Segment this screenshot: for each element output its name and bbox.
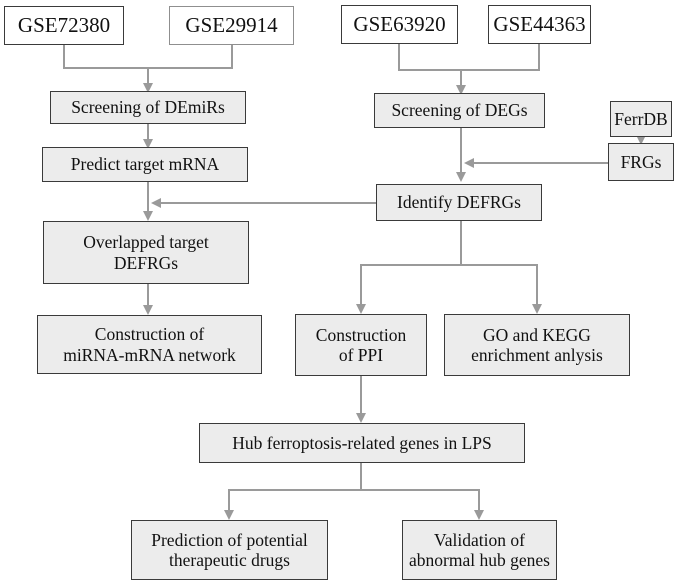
arrow-to-validation bbox=[361, 489, 484, 520]
node-gse44363: GSE44363 bbox=[488, 5, 591, 44]
node-screening-demirs: Screening of DEmiRs bbox=[50, 91, 246, 124]
node-validation: Validation of abnormal hub genes bbox=[402, 520, 557, 580]
node-hub-genes: Hub ferroptosis-related genes in LPS bbox=[199, 423, 525, 463]
node-construction-ppi: Construction of PPI bbox=[295, 314, 427, 376]
node-ferrdb: FerrDB bbox=[610, 101, 672, 137]
arrow-to-go-kegg bbox=[461, 264, 542, 314]
node-predict-target: Predict target mRNA bbox=[42, 147, 248, 182]
node-gse72380: GSE72380 bbox=[4, 6, 124, 45]
arrow-to-ppi bbox=[356, 264, 461, 314]
node-gse63920: GSE63920 bbox=[341, 5, 458, 44]
node-prediction-drugs: Prediction of potential therapeutic drug… bbox=[131, 520, 328, 580]
node-go-kegg: GO and KEGG enrichment anlysis bbox=[444, 314, 630, 376]
node-gse29914: GSE29914 bbox=[169, 6, 294, 45]
connector-gse63920-merge bbox=[398, 44, 540, 71]
node-construction-mirna: Construction of miRNA-mRNA network bbox=[37, 315, 262, 374]
node-overlapped-target: Overlapped target DEFRGs bbox=[43, 221, 249, 284]
node-identify-defrgs: Identify DEFRGs bbox=[376, 184, 542, 221]
connector-gse72380-merge bbox=[63, 45, 233, 69]
node-frgs: FRGs bbox=[608, 143, 674, 181]
arrow-to-prediction-drugs bbox=[224, 489, 361, 520]
node-screening-degs: Screening of DEGs bbox=[374, 93, 545, 128]
